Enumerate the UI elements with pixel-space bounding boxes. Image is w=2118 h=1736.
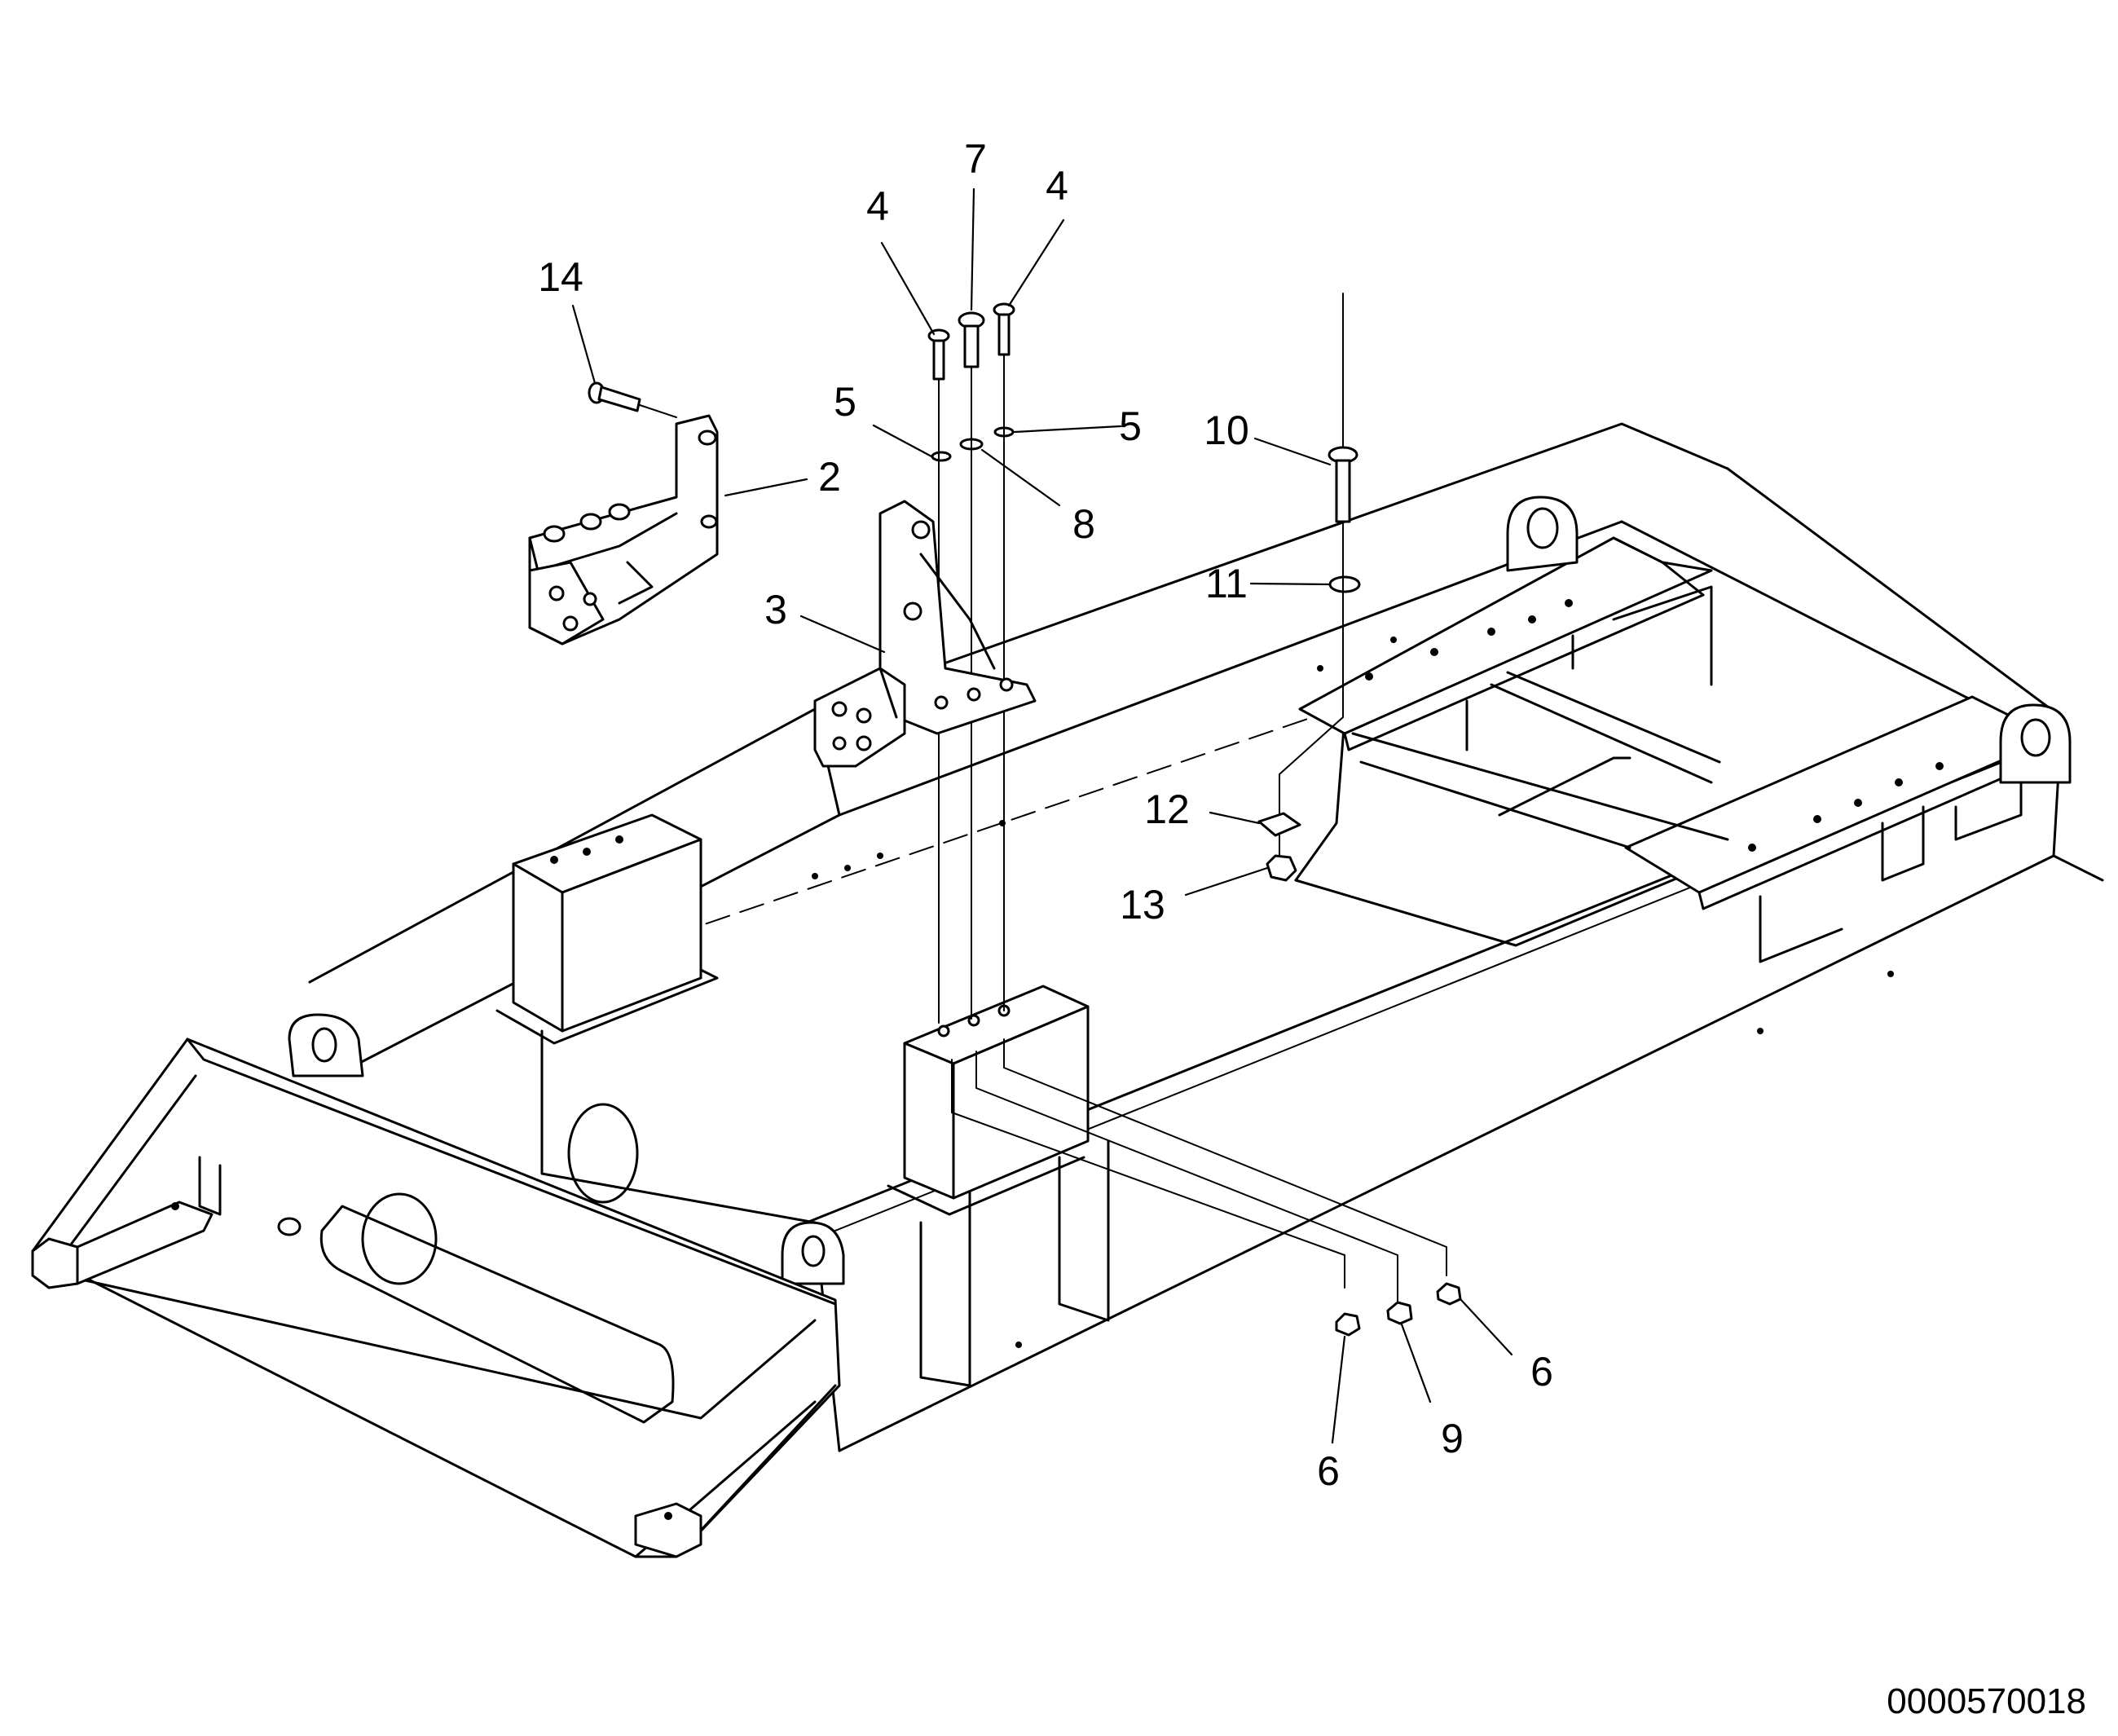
callout-2: 2 bbox=[818, 454, 841, 500]
inner-cross-members bbox=[1351, 634, 1729, 849]
centre-mounting-block bbox=[887, 985, 1090, 1216]
callout-9: 9 bbox=[1441, 1416, 1464, 1461]
mounting-block-left bbox=[495, 813, 719, 1045]
callout-7: 7 bbox=[964, 136, 987, 182]
callout-8: 8 bbox=[1072, 501, 1095, 547]
bolt-14 bbox=[588, 381, 677, 418]
front-cross-beam bbox=[288, 1013, 845, 1285]
washer-11 bbox=[1328, 575, 1361, 593]
front-right-cross-plate bbox=[1624, 695, 2072, 963]
nut-6-right bbox=[1436, 1282, 1462, 1306]
rear-cross-plate bbox=[1298, 496, 1713, 817]
callout-14: 14 bbox=[538, 254, 583, 300]
callout-3: 3 bbox=[764, 587, 787, 632]
nut-6-left bbox=[1335, 1312, 1361, 1337]
callout-10: 10 bbox=[1204, 408, 1249, 453]
callout-5-left: 5 bbox=[834, 379, 856, 425]
bolt-4-left bbox=[927, 328, 950, 381]
callout-6-left: 6 bbox=[1317, 1448, 1340, 1494]
callout-13: 13 bbox=[1120, 882, 1165, 927]
leader-lines bbox=[571, 187, 1513, 1444]
callout-12: 12 bbox=[1144, 786, 1190, 832]
bolt-4-right bbox=[993, 302, 1015, 356]
bracket-3 bbox=[813, 500, 1037, 768]
bolt-10 bbox=[1328, 446, 1358, 523]
callout-5-right: 5 bbox=[1119, 403, 1142, 449]
callout-11: 11 bbox=[1205, 561, 1248, 606]
plate-12 bbox=[1257, 812, 1301, 837]
washer-5-left bbox=[931, 451, 952, 462]
front-bumper-frame bbox=[31, 1038, 841, 1558]
nut-13 bbox=[1266, 854, 1297, 882]
callout-4-left: 4 bbox=[866, 183, 889, 229]
document-id: 0000570018 bbox=[1887, 1681, 2086, 1721]
nut-9 bbox=[1386, 1301, 1413, 1325]
callout-6-right: 6 bbox=[1530, 1349, 1553, 1395]
bolt-7 bbox=[958, 311, 985, 368]
bracket-2 bbox=[528, 414, 719, 645]
callout-4-right: 4 bbox=[1046, 163, 1068, 209]
